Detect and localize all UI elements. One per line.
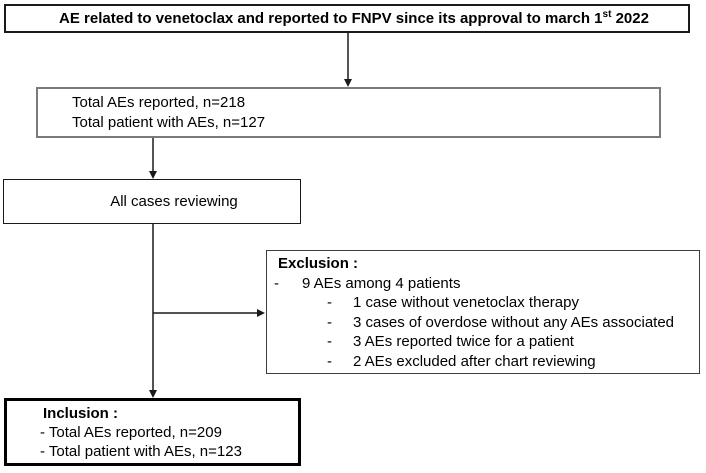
- exclusion-header: Exclusion :: [278, 255, 359, 272]
- totals-line-aes: Total AEs reported, n=218: [72, 94, 246, 111]
- exclusion-box: Exclusion : - 9 AEs among 4 patients - 1…: [266, 250, 700, 374]
- title-suffix: 2022: [611, 10, 649, 27]
- exclusion-sub-dash: -: [327, 294, 332, 311]
- title-superscript: st: [602, 9, 612, 20]
- exclusion-sub-text: 1 case without venetoclax therapy: [353, 294, 579, 311]
- totals-line-patients: Total patient with AEs, n=127: [72, 114, 266, 131]
- inclusion-box: Inclusion : - Total AEs reported, n=209 …: [4, 398, 301, 466]
- inclusion-line-aes: - Total AEs reported, n=209: [40, 424, 222, 441]
- exclusion-sub-item: - 2 AEs excluded after chart reviewing: [267, 352, 699, 372]
- arrowhead-branch-to-exclusion: [257, 309, 265, 317]
- review-label: All cases reviewing: [110, 193, 238, 210]
- title-text: AE related to venetoclax and reported to…: [59, 9, 649, 28]
- exclusion-sub-dash: -: [327, 313, 332, 331]
- exclusion-sub-item: - 1 case without venetoclax therapy: [267, 293, 699, 313]
- exclusion-sub-text: 2 AEs excluded after chart reviewing: [353, 352, 596, 370]
- exclusion-item-text: 9 AEs among 4 patients: [302, 274, 461, 292]
- arrowhead-review-to-inclusion: [149, 390, 157, 398]
- exclusion-item-dash: -: [274, 274, 279, 292]
- review-box: All cases reviewing: [3, 179, 301, 224]
- exclusion-sub-text: 3 AEs reported twice for a patient: [353, 333, 574, 350]
- inclusion-header: Inclusion :: [43, 405, 118, 422]
- exclusion-sub-dash: -: [327, 333, 332, 350]
- totals-box: Total AEs reported, n=218 Total patient …: [36, 87, 661, 138]
- exclusion-sub-item: - 3 AEs reported twice for a patient: [267, 332, 699, 352]
- exclusion-sub-dash: -: [327, 352, 332, 370]
- exclusion-item: - 9 AEs among 4 patients: [267, 274, 699, 294]
- title-box: AE related to venetoclax and reported to…: [4, 4, 690, 33]
- exclusion-sub-item: - 3 cases of overdose without any AEs as…: [267, 313, 699, 333]
- title-prefix: AE related to venetoclax and reported to…: [59, 10, 603, 27]
- arrowhead-title-to-totals: [344, 79, 352, 87]
- arrowhead-totals-to-review: [149, 171, 157, 179]
- inclusion-line-patients: - Total patient with AEs, n=123: [40, 443, 242, 460]
- exclusion-sub-text: 3 cases of overdose without any AEs asso…: [353, 313, 675, 331]
